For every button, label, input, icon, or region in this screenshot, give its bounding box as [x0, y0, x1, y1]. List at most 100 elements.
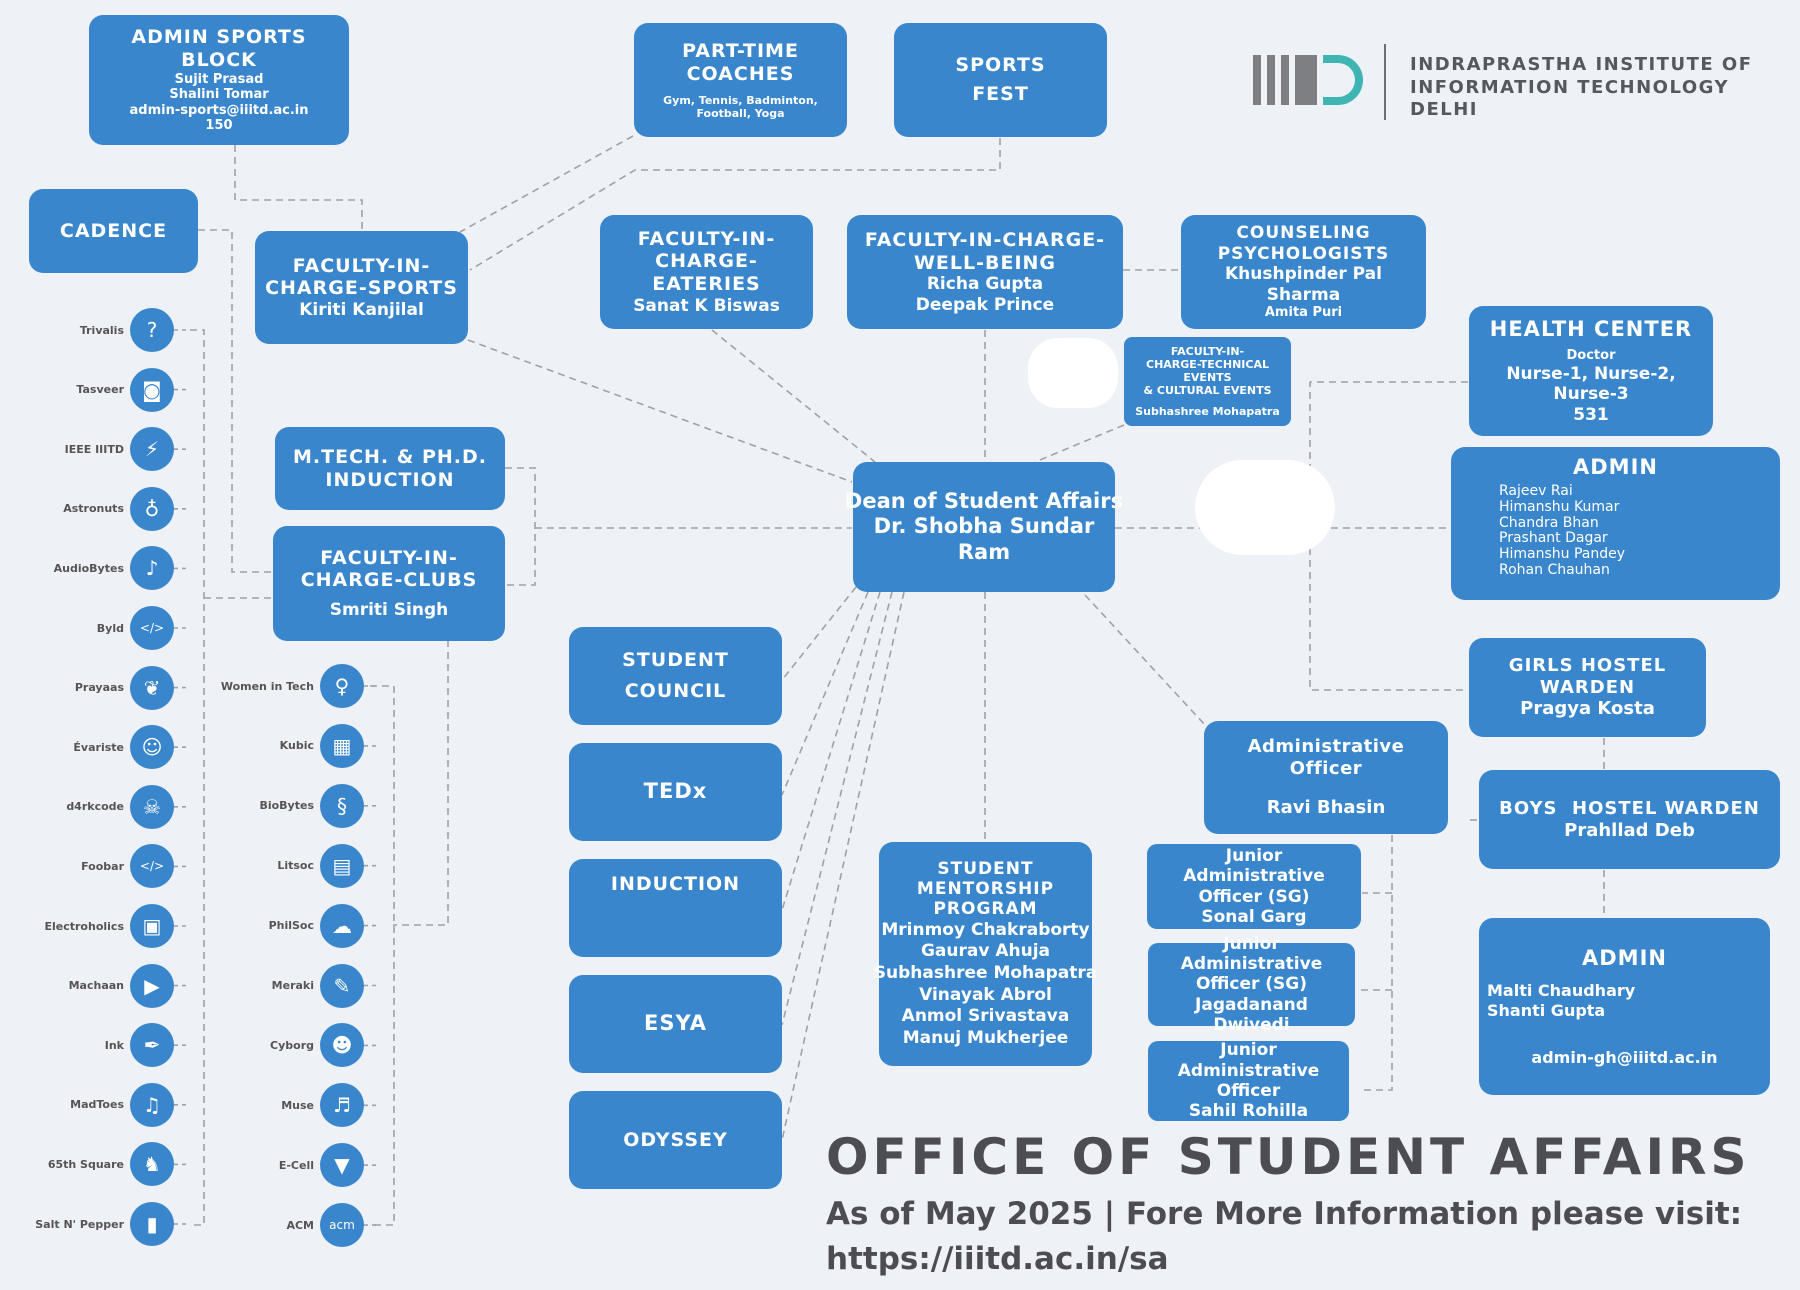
- club-item[interactable]: Cyborg ☻: [214, 1023, 364, 1068]
- club-item[interactable]: Foobar</>: [24, 844, 174, 889]
- club-item[interactable]: Trivalis?: [24, 308, 174, 352]
- header-divider: [1384, 44, 1386, 120]
- iiitd-logo: [1253, 55, 1363, 105]
- box-title: M.TECH. & PH.D.: [293, 445, 487, 468]
- club-name: BioBytes: [259, 799, 314, 813]
- planet-icon: ♁: [130, 486, 174, 531]
- club-item[interactable]: IEEE IIITD⚡: [24, 427, 174, 472]
- decorative-blob: [1195, 460, 1335, 555]
- book-icon: ▤: [320, 843, 364, 888]
- club-item[interactable]: Tasveer◙: [24, 367, 174, 412]
- box-title: Junior Administrative: [1177, 1040, 1320, 1081]
- esya-box: ESYA: [569, 975, 782, 1073]
- club-item[interactable]: E-Cell▼: [214, 1143, 364, 1188]
- club-name: Electroholics: [44, 919, 124, 933]
- box-title: FACULTY-IN-: [637, 227, 776, 250]
- club-item[interactable]: Ink✒: [24, 1023, 174, 1068]
- box-email: admin-gh@iiitd.ac.in: [1531, 1047, 1718, 1067]
- club-name: Meraki: [271, 979, 314, 992]
- club-item[interactable]: Litsoc ▤: [214, 843, 364, 888]
- club-item[interactable]: Byld</>: [24, 606, 174, 650]
- box-title: STUDENT: [622, 649, 729, 672]
- box-line: 531: [1573, 404, 1609, 425]
- admin-name: Rohan Chauhan: [1499, 561, 1610, 578]
- tedx-box: TEDx: [569, 743, 782, 841]
- club-item[interactable]: PhilSoc☁: [214, 903, 364, 948]
- institute-line-2: INFORMATION TECHNOLOGY DELHI: [1410, 76, 1730, 121]
- box-title: FACULTY-IN-CHARGE-: [864, 228, 1106, 251]
- box-person: Sanat K Biswas: [633, 296, 780, 316]
- dna-icon: §: [320, 783, 364, 828]
- club-item[interactable]: Kubic▦: [214, 723, 364, 768]
- box-title: PSYCHOLOGISTS: [1217, 243, 1390, 264]
- box-title: INDUCTION: [325, 468, 455, 491]
- decorative-blob: [1028, 338, 1118, 408]
- box-title: Officer: [1216, 1081, 1281, 1101]
- box-email: admin-sports@iiitd.ac.in: [129, 102, 309, 118]
- club-item[interactable]: AudioBytes♪: [24, 546, 174, 591]
- logo-bar: [1267, 55, 1275, 105]
- leaf-icon: ❦: [130, 665, 174, 710]
- box-person: Richa Gupta: [926, 274, 1044, 295]
- admin-girls-hostel-box: ADMIN Malti Chaudhary Shanti Gupta admin…: [1479, 918, 1770, 1095]
- club-item[interactable]: d4rkcode☠: [24, 784, 174, 829]
- club-name: E-Cell: [278, 1158, 314, 1172]
- robot-icon: ☻: [320, 1023, 364, 1068]
- club-item[interactable]: MadToes♫: [24, 1082, 174, 1127]
- induction-box: INDUCTION: [569, 859, 782, 957]
- box-person: Deepak Prince: [915, 294, 1055, 315]
- box-title: STUDENT: [937, 858, 1034, 879]
- mtech-phd-induction-box: M.TECH. & PH.D. INDUCTION: [275, 427, 505, 510]
- footer-url-link[interactable]: https://iiitd.ac.in/sa: [826, 1240, 1169, 1277]
- girls-hostel-warden-box: GIRLS HOSTEL WARDEN Pragya Kosta: [1469, 638, 1706, 737]
- club-name: Cyborg: [270, 1038, 314, 1052]
- club-item[interactable]: Astronuts♁: [24, 486, 174, 531]
- box-person: Subhashree Mohapatra: [1135, 405, 1280, 419]
- box-title: Junior Administrative: [1183, 845, 1325, 887]
- chip-icon: ▣: [130, 904, 174, 948]
- mentor-name: Anmol Srivastava: [901, 1006, 1070, 1027]
- mentor-name: Vinayak Abrol: [919, 984, 1052, 1005]
- club-item[interactable]: Muse♬: [214, 1083, 364, 1128]
- chess-knight-icon: ♞: [130, 1142, 174, 1187]
- club-name: Salt N' Pepper: [35, 1217, 124, 1231]
- camera-icon: ◙: [130, 367, 174, 412]
- club-name: IEEE IIITD: [64, 442, 124, 456]
- club-item[interactable]: BioBytes §: [214, 783, 364, 828]
- club-item[interactable]: Prayaas❦: [24, 665, 174, 710]
- club-item[interactable]: Meraki✎: [214, 963, 364, 1008]
- club-item[interactable]: Salt N' Pepper▮: [24, 1202, 174, 1246]
- video-camera-icon: ▶: [130, 963, 174, 1008]
- footer-subtitle: As of May 2025 | Fore More Information p…: [826, 1192, 1742, 1282]
- box-title: Administrative Officer: [1247, 736, 1405, 779]
- club-name: Litsoc: [277, 859, 314, 873]
- admin-name: Rajeev Rai: [1499, 483, 1573, 500]
- box-person: Sonal Garg: [1201, 906, 1307, 927]
- thinker-icon: ☁: [320, 903, 364, 948]
- dean-of-student-affairs-box: Dean of Student Affairs Dr. Shobha Sunda…: [845, 462, 1123, 592]
- admin-name: Prashant Dagar: [1499, 530, 1608, 547]
- box-title: Dean of Student Affairs: [844, 489, 1124, 514]
- box-title: CHARGE-TECHNICAL EVENTS: [1146, 357, 1269, 384]
- admin-name: Himanshu Pandey: [1499, 545, 1626, 562]
- box-title: Officer (SG): [1198, 886, 1310, 907]
- box-title: HEALTH CENTER: [1489, 317, 1693, 342]
- box-person: Ram: [957, 539, 1011, 564]
- club-item[interactable]: Machaan▶: [24, 963, 174, 1008]
- hacker-icon: ☠: [130, 784, 174, 829]
- mentor-name: Mrinmoy Chakraborty: [881, 919, 1090, 940]
- club-item[interactable]: Évariste☺: [24, 725, 174, 770]
- club-item[interactable]: 65th Square♞: [24, 1142, 174, 1187]
- club-name: Trivalis: [79, 323, 124, 337]
- box-person: Dr. Shobha Sundar: [873, 514, 1095, 539]
- pen-icon: ✒: [130, 1023, 174, 1068]
- box-title: CHARGE-EATERIES: [652, 250, 761, 296]
- club-item[interactable]: Electroholics ▣: [24, 904, 174, 948]
- box-title: BOYS HOSTEL WARDEN: [1499, 797, 1760, 819]
- box-person: Sahil Rohilla: [1188, 1101, 1309, 1122]
- club-name: AudioBytes: [53, 561, 124, 575]
- club-item[interactable]: Women in Tech♀: [214, 664, 364, 708]
